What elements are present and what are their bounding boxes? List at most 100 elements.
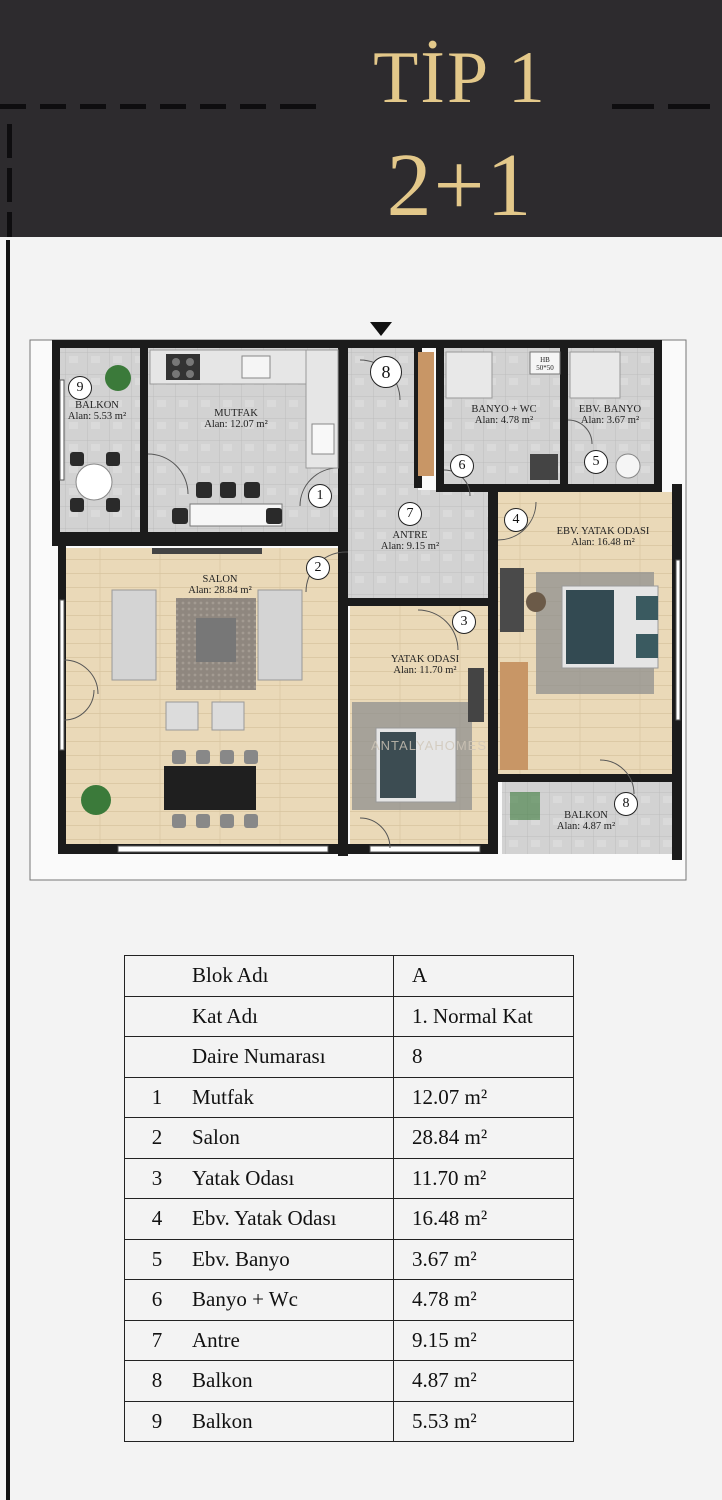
room-number-badge: 4 (504, 508, 528, 532)
row-label: Yatak Odası (189, 1157, 394, 1199)
dash-line-right (668, 104, 710, 109)
room-name: YATAK ODASI (390, 654, 460, 665)
row-value: 9.15 m² (393, 1319, 574, 1361)
row-value: 3.67 m² (393, 1238, 574, 1280)
row-value: 28.84 m² (393, 1117, 574, 1159)
hb-size-label: HB 50*50 (528, 356, 562, 372)
row-label: Balkon (189, 1400, 394, 1442)
room-number-badge: 5 (584, 450, 608, 474)
row-value: 1. Normal Kat (393, 995, 574, 1037)
room-area: Alan: 5.53 m² (67, 411, 127, 422)
dash-line-left (40, 104, 66, 109)
room-name: BANYO + WC (471, 404, 537, 415)
page-border-line (6, 240, 10, 1500)
room-area: Alan: 4.78 m² (474, 415, 534, 426)
row-number (124, 995, 189, 1037)
dash-line-left (80, 104, 106, 109)
row-value: 4.87 m² (393, 1360, 574, 1402)
room-label-mutfak: MUTFAK Alan: 12.07 m² (176, 408, 296, 430)
room-label-yatak-odasi: YATAK ODASI Alan: 11.70 m² (370, 654, 480, 676)
row-number (124, 1036, 189, 1078)
room-name: BALKON (564, 810, 608, 821)
room-area: Alan: 28.84 m² (188, 585, 252, 596)
room-name: BALKON (75, 400, 119, 411)
row-value: 16.48 m² (393, 1198, 574, 1240)
row-label: Antre (189, 1319, 394, 1361)
row-label: Mutfak (189, 1076, 394, 1118)
row-number: 4 (124, 1198, 189, 1240)
row-label: Balkon (189, 1360, 394, 1402)
row-label: Kat Adı (189, 995, 394, 1037)
row-label: Blok Adı (189, 955, 394, 997)
room-area: Alan: 11.70 m² (393, 665, 457, 676)
row-value: 12.07 m² (393, 1076, 574, 1118)
dash-line-vertical (7, 168, 12, 202)
row-number: 1 (124, 1076, 189, 1118)
row-label: Banyo + Wc (189, 1279, 394, 1321)
room-number-badge: 1 (308, 484, 332, 508)
row-number: 9 (124, 1400, 189, 1442)
room-number-badge: 3 (452, 610, 476, 634)
hb-dimension: 50*50 (536, 364, 554, 372)
layout-title: 2+1 (386, 136, 534, 235)
hb-label: HB (540, 356, 550, 364)
room-name: SALON (202, 574, 238, 585)
dash-line-left (160, 104, 186, 109)
row-value: A (393, 955, 574, 997)
row-number: 6 (124, 1279, 189, 1321)
room-label-banyo-wc: BANYO + WC Alan: 4.78 m² (448, 404, 560, 426)
row-number: 7 (124, 1319, 189, 1361)
row-label: Daire Numarası (189, 1036, 394, 1078)
room-number-badge: 2 (306, 556, 330, 580)
room-number-badge: 7 (398, 502, 422, 526)
room-label-antre: ANTRE Alan: 9.15 m² (360, 530, 460, 552)
room-name: ANTRE (392, 530, 428, 541)
row-value: 5.53 m² (393, 1400, 574, 1442)
type-title: TİP 1 (373, 37, 547, 119)
row-number (124, 955, 189, 997)
dash-line-left (200, 104, 226, 109)
dash-line-right (612, 104, 654, 109)
room-number-badge: 9 (68, 376, 92, 400)
room-area: Alan: 9.15 m² (380, 541, 440, 552)
dash-line-vertical (7, 124, 12, 158)
row-value: 4.78 m² (393, 1279, 574, 1321)
floor-plan: BALKON Alan: 5.53 m² MUTFAK Alan: 12.07 … (29, 322, 687, 881)
row-label: Ebv. Banyo (189, 1238, 394, 1280)
room-area: Alan: 4.87 m² (556, 821, 616, 832)
row-label: Salon (189, 1117, 394, 1159)
room-label-ebv-yatak-odasi: EBV. YATAK ODASI Alan: 16.48 m² (528, 526, 678, 548)
dash-line-vertical (7, 212, 12, 237)
room-area: Alan: 3.67 m² (580, 415, 640, 426)
row-number: 2 (124, 1117, 189, 1159)
room-label-ebv-banyo: EBV. BANYO Alan: 3.67 m² (566, 404, 654, 426)
room-number-badge: 8 (370, 356, 402, 388)
room-label-salon: SALON Alan: 28.84 m² (160, 574, 280, 596)
room-label-balkon-8: BALKON Alan: 4.87 m² (536, 810, 636, 832)
row-value: 8 (393, 1036, 574, 1078)
dash-line-left (0, 104, 26, 109)
room-label-balkon-9: BALKON Alan: 5.53 m² (52, 400, 142, 422)
room-name: EBV. YATAK ODASI (556, 526, 650, 537)
watermark: ANTALYAHOMES (370, 738, 488, 753)
floor-plan-drawing (29, 322, 687, 881)
row-number: 8 (124, 1360, 189, 1402)
row-number: 3 (124, 1157, 189, 1199)
header-banner: TİP 1 2+1 (0, 0, 722, 237)
room-name: EBV. BANYO (578, 404, 642, 415)
room-number-badge: 8 (614, 792, 638, 816)
dash-line-left (120, 104, 146, 109)
